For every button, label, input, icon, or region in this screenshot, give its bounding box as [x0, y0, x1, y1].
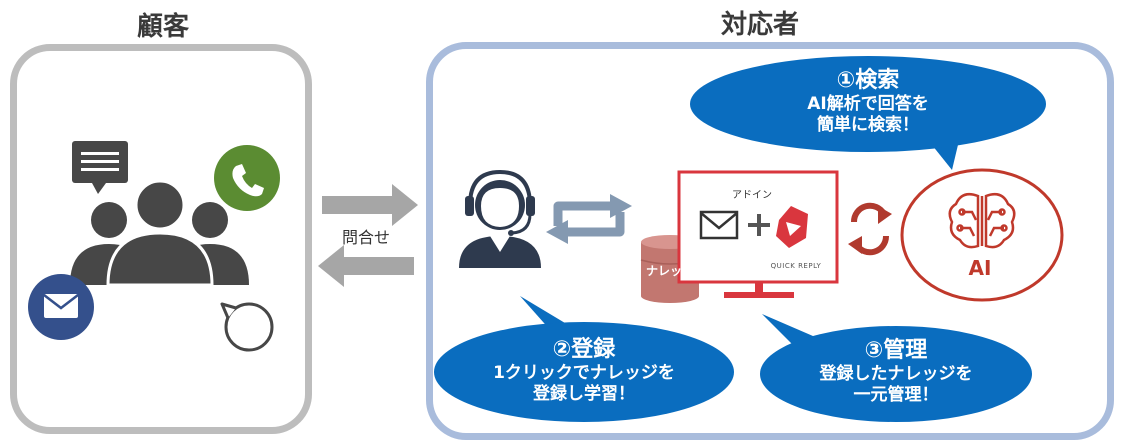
phone-icon	[214, 145, 280, 211]
knowledge-label: ナレッジ	[645, 264, 694, 278]
speech-bubble-icon	[220, 302, 274, 352]
bubble-manage-text: ③管理 登録したナレッジを 一元管理！	[772, 332, 1020, 406]
quick-reply-logo-label: QUICK REPLY	[770, 262, 822, 270]
brain-icon	[948, 193, 1016, 249]
monitor-icon	[677, 170, 839, 298]
bubble-register-text: ②登録 1クリックでナレッジを 登録し学習！	[450, 331, 718, 405]
bubble-register	[434, 296, 734, 422]
register-heading: ②登録	[552, 337, 616, 362]
customer-title: 顧客	[136, 12, 189, 42]
sync-arrowhead-bottom	[546, 220, 568, 244]
mail-icon	[28, 274, 94, 340]
ai-brain-badge	[900, 168, 1064, 302]
search-line-1: AI解析で回答を	[807, 94, 929, 114]
manage-line-2: 一元管理！	[853, 385, 939, 405]
register-line-1: 1クリックでナレッジを	[493, 363, 675, 383]
arrow-left-icon	[318, 245, 414, 287]
addin-label: アドイン	[732, 190, 772, 201]
cycle-arrowhead-top	[878, 206, 892, 224]
bubble-search-text: ①検索 AI解析で回答を 簡単に検索！	[740, 62, 996, 136]
register-line-2: 登録し学習！	[533, 384, 635, 404]
agent-title: 対応者	[720, 10, 799, 40]
manage-heading: ③管理	[864, 338, 928, 363]
customer-group-icon	[70, 179, 249, 287]
agent-panel	[426, 42, 1114, 440]
operator-icon	[459, 169, 541, 268]
customer-panel	[10, 44, 312, 434]
sync-icon	[553, 201, 625, 237]
chat-message-icon	[72, 141, 128, 194]
cycle-arrowhead-bottom	[848, 236, 862, 254]
search-heading: ①検索	[836, 68, 900, 93]
bubble-search	[690, 56, 1046, 170]
inquiry-label: 問合せ	[341, 228, 390, 247]
bubble-manage	[760, 314, 1032, 422]
arrow-right-icon	[322, 184, 418, 226]
ai-label: AI	[968, 256, 992, 280]
manage-line-1: 登録したナレッジを	[819, 364, 973, 384]
search-line-2: 簡単に検索！	[817, 115, 919, 135]
sync-arrowhead-top	[610, 194, 632, 218]
